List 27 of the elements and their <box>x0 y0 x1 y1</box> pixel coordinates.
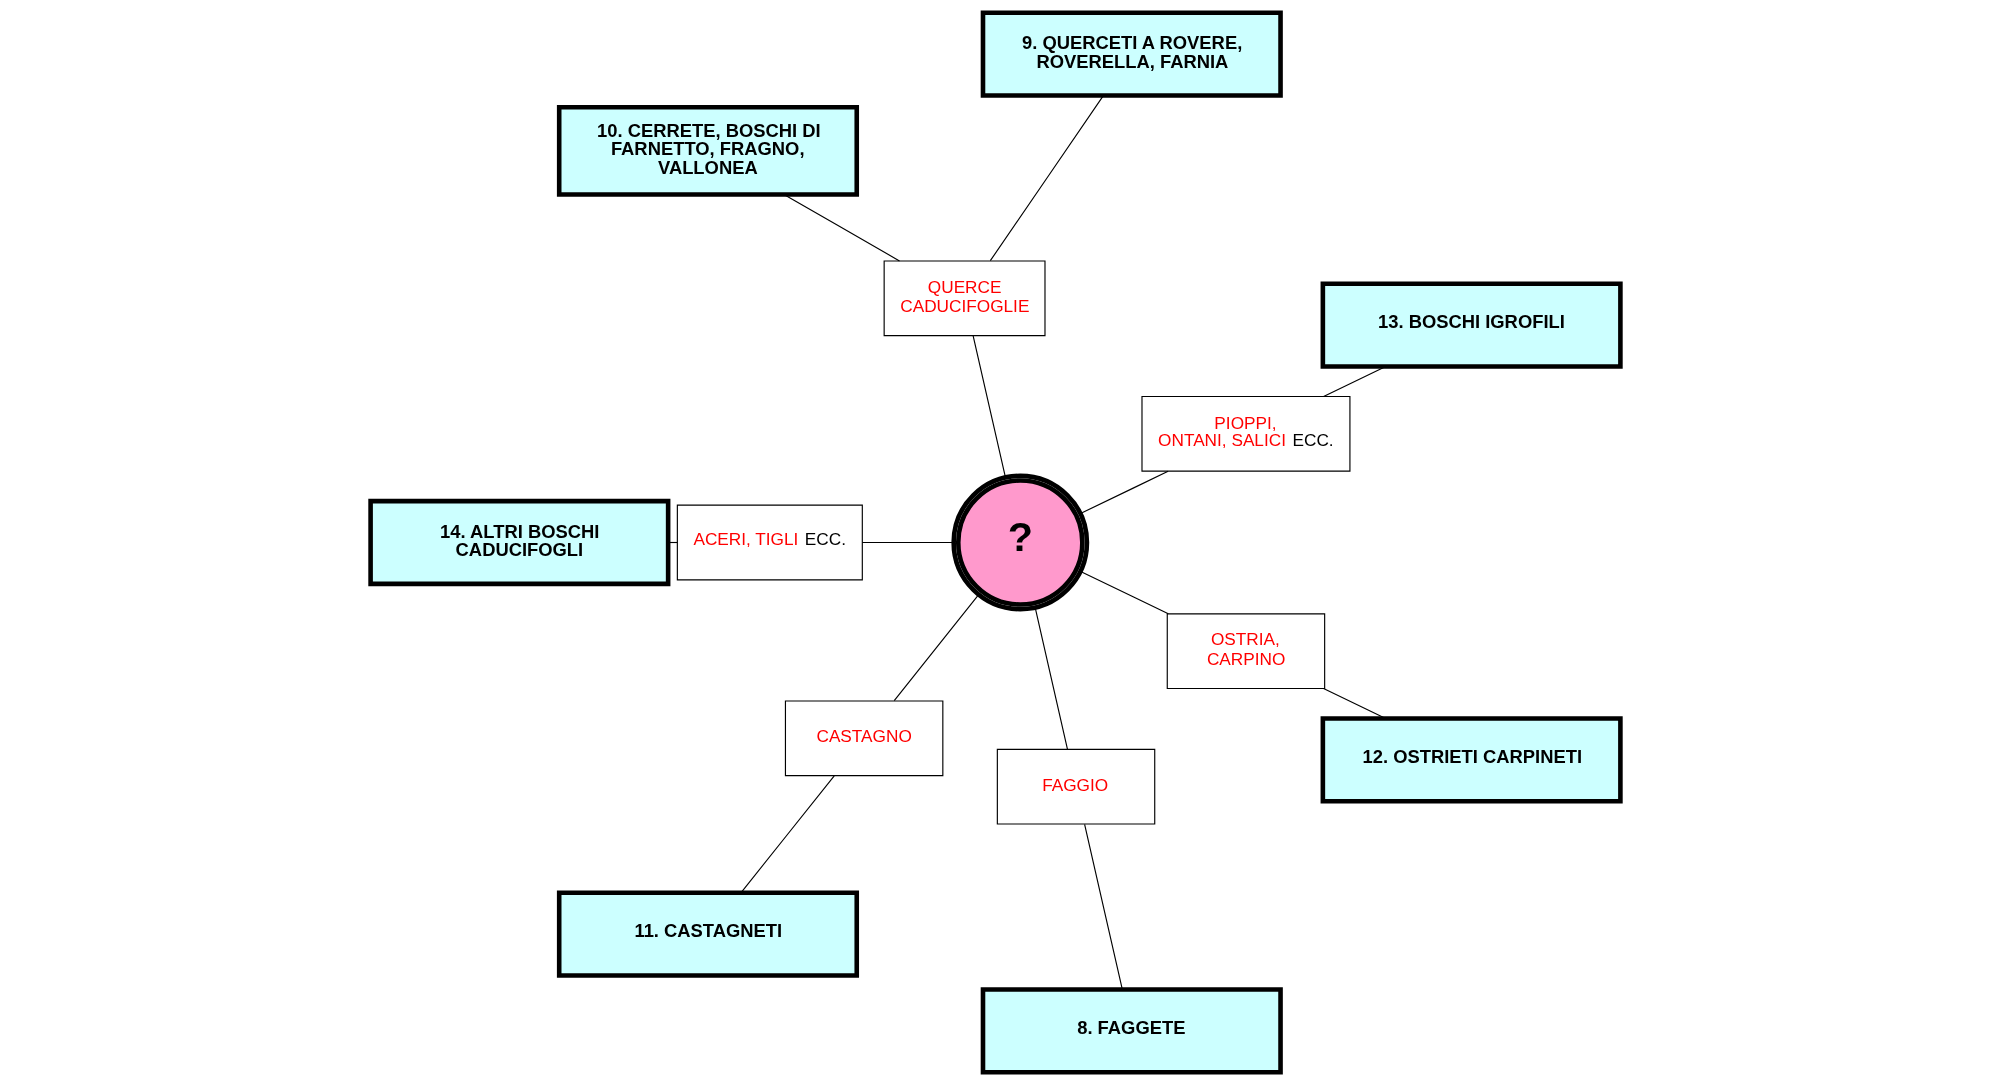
node-box: 11. CASTAGNETI <box>556 890 860 978</box>
node-box: CASTAGNO <box>784 700 944 777</box>
connector <box>740 775 835 894</box>
node-box: ACERI, TIGLI ECC. <box>676 504 863 581</box>
connector <box>667 541 678 544</box>
connector <box>861 541 955 544</box>
node-box: 14. ALTRI BOSCHI CADUCIFOGLI <box>368 498 671 587</box>
connector <box>972 335 1006 478</box>
node-box: OSTRIA, CARPINO <box>1166 613 1326 690</box>
node-box: 9. QUERCETI A ROVERE, ROVERELLA, FARNIA <box>980 10 1283 98</box>
connector <box>783 194 901 262</box>
connector <box>1084 823 1123 991</box>
node-circle: ? <box>951 473 1090 612</box>
node-box: QUERCE CADUCIFOGLIE <box>883 260 1046 337</box>
connector <box>1322 687 1387 720</box>
node-box: PIOPPI, ONTANI, SALICI ECC. <box>1141 395 1351 472</box>
node-box: FAGGIO <box>996 748 1156 825</box>
connector <box>989 95 1104 262</box>
node-box: 12. OSTRIETI CARPINETI <box>1320 716 1623 804</box>
node-box: 13. BOSCHI IGROFILI <box>1320 281 1623 369</box>
connector <box>1034 607 1068 750</box>
connector <box>893 594 980 702</box>
connector <box>1323 365 1387 397</box>
connector <box>1080 570 1169 615</box>
node-box: 8. FAGGETE <box>980 987 1283 1075</box>
node-box: 10. CERRETE, BOSCHI DI FARNETTO, FRAGNO, VALLONEA <box>556 104 860 197</box>
connector <box>1079 470 1169 515</box>
